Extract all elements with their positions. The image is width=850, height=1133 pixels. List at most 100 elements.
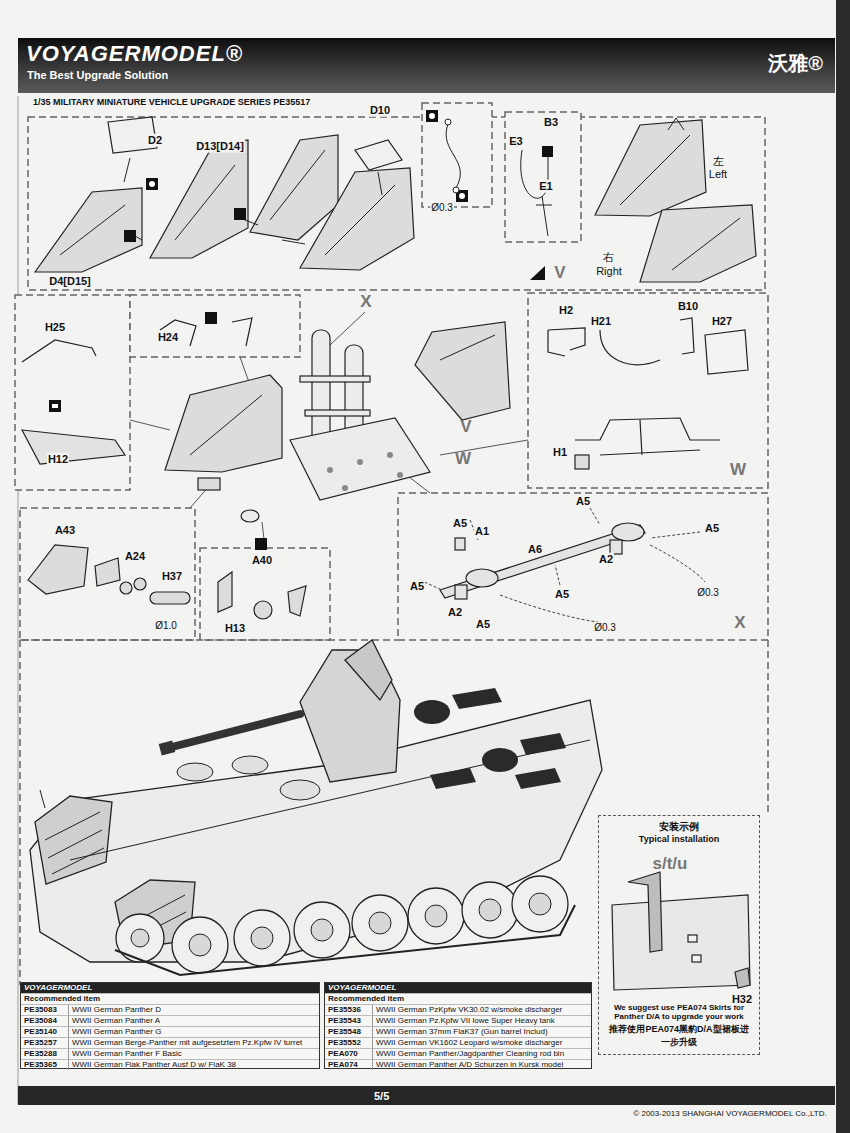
deck-bolt — [342, 485, 348, 491]
table-cell: PE35536 — [325, 1004, 373, 1015]
rod-rack — [455, 538, 465, 550]
panel-frame — [28, 117, 765, 290]
hatch — [232, 756, 268, 774]
pe-bracket — [600, 420, 700, 455]
wheel-hub — [311, 919, 333, 941]
engine-grille — [520, 733, 566, 755]
pe-part — [28, 545, 88, 594]
table-edge — [836, 0, 850, 1133]
road-wheel — [462, 882, 518, 938]
detail-line — [620, 135, 740, 270]
part-label: A5 — [704, 522, 720, 535]
callout-leader — [130, 312, 528, 548]
road-wheel — [294, 902, 350, 958]
engine-grille — [452, 688, 502, 709]
wheel-hub — [189, 934, 211, 956]
part-label: E3 — [508, 135, 523, 148]
page-footer: 5/5 — [18, 1086, 835, 1105]
panel-frame — [200, 548, 330, 640]
deck-bolt — [327, 452, 403, 491]
step-icon — [542, 146, 553, 157]
muzzle-brake — [159, 740, 176, 755]
pe-bracket — [548, 328, 585, 356]
splash-guard — [35, 117, 756, 282]
callout-leader — [330, 312, 365, 345]
step-icon — [49, 400, 61, 412]
detail-line — [60, 118, 740, 270]
pe-part — [120, 582, 132, 594]
splash-guard — [150, 140, 248, 258]
skirt-install — [688, 935, 697, 942]
panel-frame — [398, 493, 768, 640]
part-label: B3 — [543, 116, 559, 129]
track-line — [115, 905, 575, 975]
pe-bracket — [575, 455, 589, 469]
wire-line — [420, 508, 700, 590]
section-letter: s/t/u — [652, 854, 689, 874]
part-label: A5 — [452, 517, 468, 530]
splash-guard — [355, 140, 402, 170]
deck-bolt — [397, 472, 403, 478]
splash-guard — [640, 205, 756, 282]
pe-part — [288, 586, 306, 616]
panel-frame — [422, 103, 492, 207]
side-label: Right — [595, 265, 623, 278]
splash-guard — [300, 168, 414, 270]
part-label: H21 — [590, 315, 612, 328]
table-cell: WWII German Panther D — [69, 1004, 319, 1015]
skirt-install — [612, 872, 750, 990]
brand-header: VOYAGERMODEL®The Best Upgrade Solution沃雅… — [18, 38, 835, 93]
road-wheel — [512, 876, 568, 932]
pe-part — [150, 592, 190, 604]
part-label: D4[D15] — [48, 275, 92, 288]
hatch-line — [45, 812, 104, 874]
installation-panel: 安装示例Typical installationWe suggest use P… — [598, 815, 760, 1055]
part-label: H13 — [224, 622, 246, 635]
panel-frame — [505, 112, 581, 242]
part-label: H27 — [711, 315, 733, 328]
detail-line — [446, 124, 460, 188]
side-label: 右 — [602, 251, 615, 264]
page-number: 5/5 — [374, 1087, 389, 1105]
step-icon — [255, 538, 267, 550]
wheel-hub — [131, 893, 551, 956]
splash-guard — [35, 188, 142, 272]
rod-rack — [466, 569, 498, 587]
deck-bolt — [357, 459, 363, 465]
pe-part — [254, 601, 272, 619]
part-label: A2 — [598, 553, 614, 566]
detail-line — [668, 118, 684, 130]
pe-bracket — [22, 430, 125, 464]
part-label: H2 — [558, 304, 574, 317]
part-label: H24 — [157, 331, 179, 344]
road-wheel — [172, 917, 228, 973]
pe-part — [134, 578, 146, 590]
tank-hull — [35, 796, 112, 884]
step-icon-mark — [459, 193, 465, 199]
skirt-install — [612, 895, 750, 990]
step-icon — [205, 312, 217, 324]
side-label: 左 — [712, 155, 725, 168]
wheel-hub — [425, 905, 447, 927]
part-label: H12 — [47, 453, 69, 466]
table-cell: WWII German Panther G — [69, 1026, 319, 1037]
fender-box — [165, 375, 282, 472]
step-icon-mark — [52, 404, 58, 408]
brand-logo: VOYAGERMODEL® — [26, 41, 243, 67]
step-icon — [530, 266, 545, 280]
dimension-label: Ø0.3 — [593, 622, 617, 634]
part-label: A5 — [575, 495, 591, 508]
panel-heading: Typical installation — [637, 834, 721, 844]
wire-end — [445, 119, 459, 193]
dimension-label: Ø0.3 — [696, 587, 720, 599]
skirt-install — [692, 955, 701, 962]
panel-frame — [15, 295, 130, 490]
pe-part — [95, 558, 120, 586]
engine-grille — [414, 688, 566, 789]
note-text: 推荐使用PEA074黑豹D/A型裙板进一步升级 — [604, 1023, 754, 1049]
step-icon-mark — [52, 113, 465, 408]
hatch-line — [40, 790, 45, 808]
table-cell: PE35083 — [21, 1004, 69, 1015]
part-label: H1 — [552, 446, 568, 459]
